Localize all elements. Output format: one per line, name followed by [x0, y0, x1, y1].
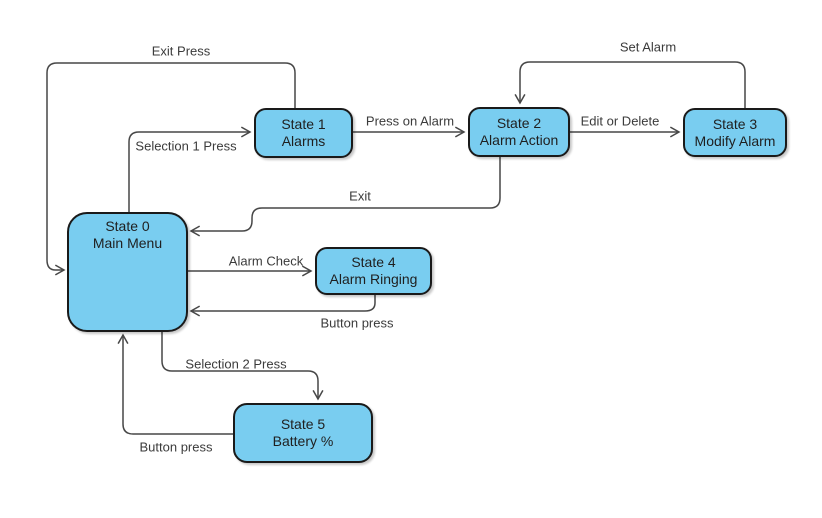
transition-selection-1-press-1	[128, 126, 252, 212]
transition-button-press-7	[189, 295, 376, 317]
state-label: Modify Alarm	[694, 132, 776, 149]
transition-button-press-9	[117, 333, 233, 435]
state-label: Battery %	[272, 433, 334, 449]
transition-label-alarm-check-6: Alarm Check	[228, 253, 304, 269]
state-label: Alarm Action	[479, 132, 559, 148]
transition-label-edit-or-delete-3: Edit or Delete	[580, 113, 660, 129]
state-label: Alarms	[281, 133, 326, 149]
transition-selection-2-press-8	[161, 332, 324, 401]
state-name: State 1	[281, 116, 326, 132]
transition-label-set-alarm-4: Set Alarm	[619, 39, 677, 55]
transition-label-button-press-7: Button press	[320, 315, 394, 331]
state-name: State 0	[105, 218, 150, 234]
transition-label-selection-1-press-1: Selection 1 Press	[135, 138, 237, 154]
state-name: State 4	[351, 254, 396, 270]
transition-label-exit-5: Exit	[349, 188, 371, 204]
transition-set-alarm-4	[514, 61, 746, 108]
transition-label-press-on-alarm-2: Press on Alarm	[365, 113, 455, 129]
transition-label-button-press-9: Button press	[139, 439, 213, 455]
state-name: State 2	[496, 115, 542, 131]
state-label: Alarm Ringing	[329, 271, 418, 287]
transition-exit-press-0	[46, 62, 296, 276]
state-name: State 5	[280, 416, 326, 432]
transition-label-exit-press-0: Exit Press	[151, 43, 211, 59]
state-name: State 3	[712, 115, 758, 132]
state-label: Main Menu	[92, 235, 163, 251]
transition-label-selection-2-press-8: Selection 2 Press	[185, 356, 287, 372]
transition-exit-5	[189, 157, 501, 237]
